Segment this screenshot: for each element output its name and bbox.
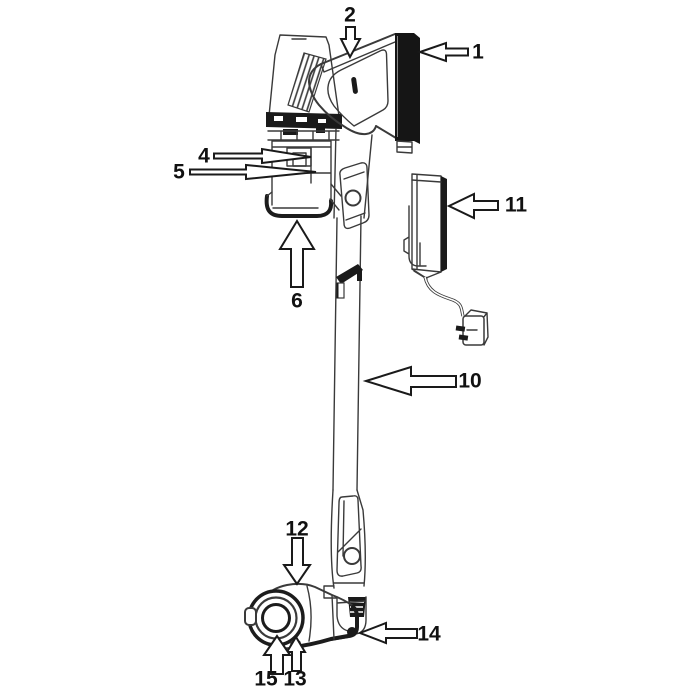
- callout-label-12: 12: [285, 518, 308, 541]
- vent-grille: [287, 52, 327, 113]
- callout-label-10: 10: [458, 370, 481, 393]
- handle-grip-opening: [327, 49, 389, 127]
- callout-4: 4: [198, 145, 312, 168]
- callout-label-11: 11: [505, 194, 528, 217]
- power-button: [351, 76, 358, 94]
- callout-arrow-11: [446, 192, 499, 220]
- callout-arrow-15: [262, 634, 292, 675]
- callout-label-4: 4: [198, 145, 210, 168]
- nozzle-end-cap: [244, 589, 305, 647]
- callout-arrow-1: [416, 41, 469, 63]
- stick-vacuum-illustration: [244, 33, 489, 650]
- latch-band: [266, 112, 342, 141]
- handle: [308, 33, 397, 139]
- battery-pack: [395, 33, 420, 154]
- callout-label-15: 15: [254, 668, 278, 691]
- callout-label-13: 13: [283, 668, 306, 691]
- callout-label-5: 5: [173, 161, 185, 184]
- trigger-grip: [329, 128, 373, 230]
- callout-10: 10: [362, 365, 482, 397]
- callout-arrow-2: [339, 26, 362, 60]
- wand-clip: [336, 264, 363, 299]
- plug-prong: [458, 334, 469, 341]
- extension-wand: [332, 215, 363, 491]
- callout-1: 1: [416, 41, 484, 64]
- callout-label-2: 2: [344, 4, 356, 27]
- callouts: 1 2 4 5 6 10 11 12: [173, 4, 527, 691]
- callout-11: 11: [446, 192, 528, 220]
- wand-lower-housing: [323, 489, 366, 599]
- callout-arrow-6: [278, 219, 316, 288]
- dust-cup-door: [264, 194, 334, 218]
- power-plug: [455, 309, 489, 346]
- wand-release-button: [344, 189, 362, 207]
- nozzle-release-button: [343, 547, 361, 565]
- floor-nozzle: [244, 582, 367, 650]
- callout-label-6: 6: [291, 290, 303, 313]
- callout-label-14: 14: [417, 623, 441, 646]
- callout-arrow-5: [189, 163, 317, 181]
- callout-6: 6: [278, 219, 316, 313]
- callout-arrow-14: [357, 621, 418, 645]
- motor-housing: [268, 34, 340, 117]
- callout-2: 2: [339, 4, 362, 60]
- callout-arrow-10: [362, 365, 457, 397]
- callout-15: 15: [254, 634, 292, 691]
- callout-arrow-4: [213, 147, 312, 165]
- callout-label-1: 1: [472, 41, 484, 64]
- callout-5: 5: [173, 161, 317, 184]
- callout-14: 14: [357, 621, 441, 646]
- callout-12: 12: [282, 518, 312, 586]
- charger-dock: [403, 173, 447, 280]
- plug-prong: [455, 325, 466, 332]
- rear-wheel: [347, 627, 357, 637]
- power-cord: [423, 276, 465, 317]
- callout-arrow-12: [282, 537, 312, 586]
